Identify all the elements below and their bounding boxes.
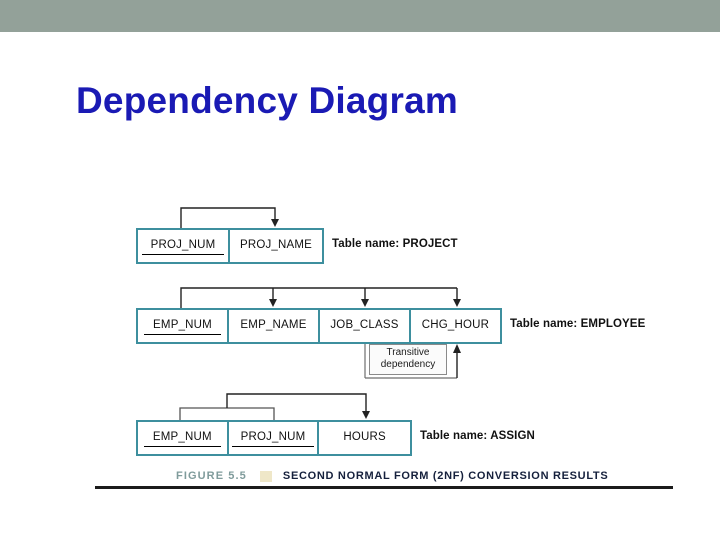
- attribute-cell-proj-name[interactable]: PROJ_NAME: [230, 230, 322, 262]
- transitive-dependency-arrow: [364, 344, 461, 379]
- attribute-label: JOB_CLASS: [330, 319, 399, 331]
- dependency-arrows-employee: [180, 287, 461, 308]
- figure-caption-text: SECOND NORMAL FORM (2NF) CONVERSION RESU…: [282, 470, 609, 482]
- figure-number-label: FIGURE 5.5: [176, 470, 247, 482]
- attribute-label: EMP_NAME: [240, 319, 307, 331]
- transitive-label-line1: Transitive: [386, 347, 430, 358]
- transitive-label-line2: dependency: [380, 359, 436, 370]
- attribute-cell-emp-num[interactable]: EMP_NUM: [138, 310, 229, 342]
- table-name-label-assign: Table name: ASSIGN: [420, 430, 535, 442]
- figure-caption: FIGURE 5.5 SECOND NORMAL FORM (2NF) CONV…: [176, 470, 608, 482]
- attribute-cell-proj-num[interactable]: PROJ_NUM: [138, 230, 231, 262]
- attribute-label: EMP_NUM: [144, 319, 221, 335]
- attribute-label: PROJ_NAME: [239, 239, 313, 251]
- table-name-label-project: Table name: PROJECT: [332, 238, 458, 250]
- attribute-cell-job-class[interactable]: JOB_CLASS: [320, 310, 411, 342]
- attribute-cell-proj-num[interactable]: PROJ_NUM: [228, 422, 320, 454]
- table-row-employee: EMP_NUM EMP_NAME JOB_CLASS CHG_HOUR Tabl…: [136, 287, 716, 379]
- caption-divider-rule: [95, 486, 673, 489]
- attribute-table-project: PROJ_NUM PROJ_NAME: [136, 228, 324, 264]
- attribute-label: CHG_HOUR: [421, 319, 490, 331]
- attribute-cell-emp-name[interactable]: EMP_NAME: [229, 310, 320, 342]
- top-accent-band: [0, 0, 720, 32]
- attribute-cell-chg-hour[interactable]: CHG_HOUR: [411, 310, 500, 342]
- attribute-label: PROJ_NUM: [231, 431, 315, 447]
- attribute-cell-hours[interactable]: HOURS: [319, 422, 410, 454]
- table-row-project: PROJ_NUM PROJ_NAME Table name: PROJECT: [136, 207, 696, 264]
- attribute-label: HOURS: [343, 431, 386, 443]
- attribute-table-assign: EMP_NUM PROJ_NUM HOURS: [136, 420, 412, 456]
- attribute-label: EMP_NUM: [143, 431, 221, 447]
- dependency-arrows-project: [180, 207, 279, 228]
- dependency-arrows-assign: [179, 393, 370, 420]
- transitive-dependency-callout: Transitive dependency: [369, 344, 447, 375]
- page-title: Dependency Diagram: [76, 80, 458, 121]
- caption-swatch-icon: [259, 470, 272, 482]
- attribute-table-employee: EMP_NUM EMP_NAME JOB_CLASS CHG_HOUR: [136, 308, 502, 344]
- attribute-cell-emp-num[interactable]: EMP_NUM: [138, 422, 229, 454]
- table-name-label-employee: Table name: EMPLOYEE: [510, 318, 646, 330]
- table-row-assign: EMP_NUM PROJ_NUM HOURS Table name: ASSIG…: [136, 393, 696, 456]
- attribute-label: PROJ_NUM: [141, 239, 225, 255]
